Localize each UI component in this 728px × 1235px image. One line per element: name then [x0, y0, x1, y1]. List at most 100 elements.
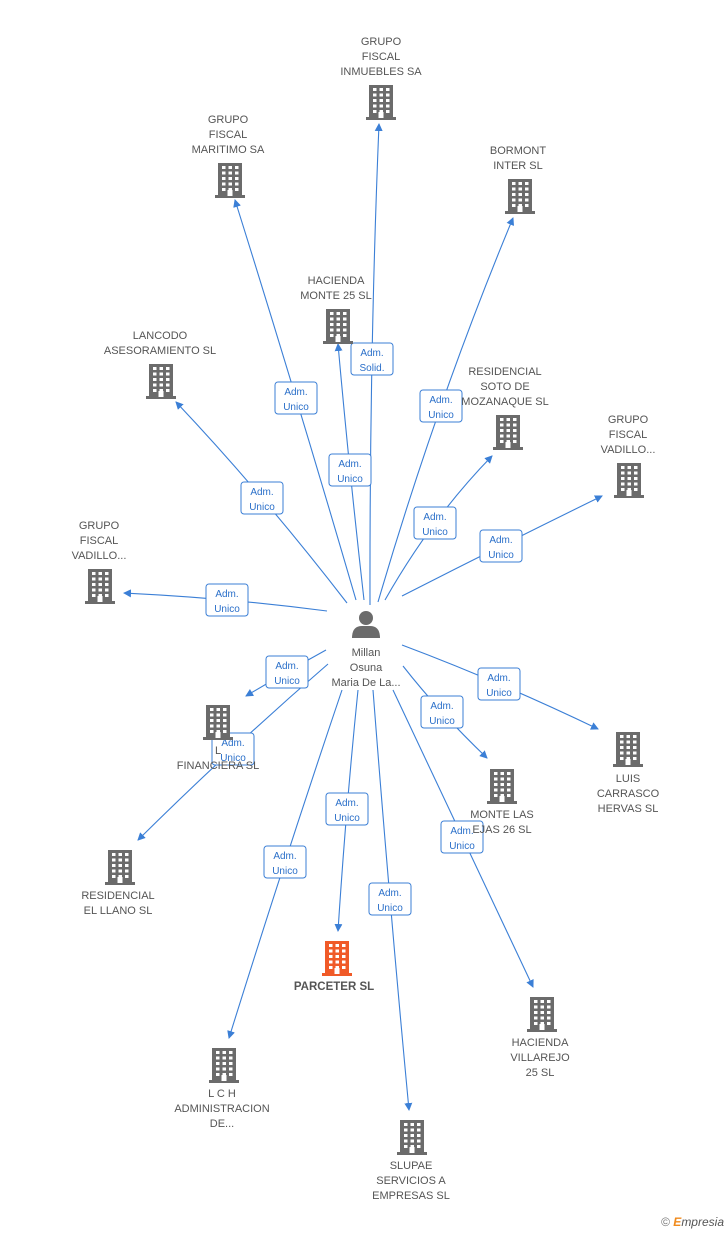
building-icon-window	[500, 783, 504, 786]
building-icon-window	[336, 312, 340, 315]
building-icon-window	[118, 869, 122, 873]
edge-label-box[interactable]	[368, 882, 412, 916]
edge-label-box[interactable]	[419, 389, 463, 423]
building-icon-window	[336, 328, 340, 332]
node-label-grupo-fiscal-maritimo-line: FISCAL	[209, 129, 248, 141]
edge-label-residencial-soto[interactable]: Adm.Unico	[413, 506, 457, 540]
edge-label-lancodo-asesoramiento[interactable]: Adm.Unico	[240, 481, 284, 515]
edge-label-text-line: Unico	[283, 402, 309, 413]
edge-label-text-line: Unico	[429, 716, 455, 727]
edge-label-box[interactable]	[413, 506, 457, 540]
edge-label-text: Adm.Unico	[220, 738, 246, 764]
building-icon-window	[506, 440, 510, 443]
building-icon	[493, 415, 523, 450]
edge-label-monte-las[interactable]: Adm.Unico	[420, 695, 464, 729]
building-icon-window	[118, 853, 122, 856]
edge-label-slupae-servicios[interactable]: Adm.Unico	[368, 882, 412, 916]
building-icon-window	[379, 104, 383, 108]
building-icon-window	[118, 858, 122, 862]
building-icon-window	[621, 471, 625, 475]
building-icon-window	[330, 312, 334, 315]
building-icon-window	[386, 104, 390, 108]
edge-label-box[interactable]	[240, 481, 284, 515]
edge-label-box[interactable]	[440, 820, 484, 854]
edge-label-box[interactable]	[479, 529, 523, 563]
building-icon-door	[409, 1147, 415, 1153]
edge-label-box[interactable]	[325, 792, 369, 826]
building-icon-window	[513, 440, 517, 443]
building-icon-window	[518, 198, 522, 202]
edge-label-grupo-fiscal-vadillo-right[interactable]: Adm.Unico	[479, 529, 523, 563]
building-icon-window	[228, 182, 232, 186]
building-icon-base	[209, 1080, 239, 1083]
edge-label-text: Adm.Unico	[334, 798, 360, 824]
edge-label-box[interactable]	[350, 342, 394, 376]
building-icon-window	[633, 751, 637, 755]
edge-label-residencial-el-llano[interactable]: Adm.Unico	[211, 732, 255, 766]
building-icon	[203, 705, 233, 740]
edge-label-text: Adm.Unico	[488, 535, 514, 561]
building-icon-window	[210, 724, 214, 728]
building-icon-highlight-window	[342, 949, 346, 953]
building-icon-base	[203, 737, 233, 740]
edge-label-box[interactable]	[328, 453, 372, 487]
node-label-lch-administracion-line: ADMINISTRACION	[174, 1103, 269, 1115]
edge-label-luis-carrasco[interactable]: Adm.Unico	[477, 667, 521, 701]
edge-label-box[interactable]	[211, 732, 255, 766]
edge-label-text: Adm.Unico	[274, 661, 300, 687]
edge-label-box[interactable]	[263, 845, 307, 879]
building-icon-window	[534, 1016, 538, 1020]
building-icon-window	[547, 1022, 551, 1025]
edge-label-grupo-fiscal-maritimo[interactable]: Adm.Unico	[274, 381, 318, 415]
edge-label-box[interactable]	[274, 381, 318, 415]
edge-label-box[interactable]	[265, 655, 309, 689]
node-parceter[interactable]: PARCETER SL	[294, 941, 374, 993]
building-icon-door	[625, 759, 631, 765]
edge-label-text-line: Unico	[449, 841, 475, 852]
building-icon-window	[105, 572, 109, 575]
edge-label-text-line: Unico	[214, 604, 240, 615]
building-icon	[105, 850, 135, 885]
building-icon-window	[92, 583, 96, 586]
edge-label-box[interactable]	[477, 667, 521, 701]
building-icon	[366, 85, 396, 120]
edge-label-box[interactable]	[420, 695, 464, 729]
edge-label-bormont-inter[interactable]: Adm.Unico	[419, 389, 463, 423]
building-icon-window	[166, 367, 170, 370]
edge-label-grupo-fiscal-vadillo-left[interactable]: Adm.Unico	[205, 583, 249, 617]
building-icon-window	[222, 166, 226, 169]
building-icon-door	[221, 1075, 227, 1081]
node-label-residencial-soto-line: SOTO DE	[480, 381, 529, 393]
building-icon-window	[336, 334, 340, 337]
edge-label-lch-administracion[interactable]: Adm.Unico	[263, 845, 307, 879]
edge-label-grupo-fiscal-inmuebles[interactable]: Adm.Solid.	[350, 342, 394, 376]
edge-label-hacienda-villarejo[interactable]: Adm.Unico	[440, 820, 484, 854]
building-icon-window	[330, 334, 334, 337]
building-icon-highlight-window	[335, 966, 339, 969]
edge-label-text-line: Adm.	[360, 348, 383, 359]
edge-label-financiera[interactable]: Adm.Unico	[265, 655, 309, 689]
building-icon-window	[373, 104, 377, 108]
edge-label-parceter[interactable]: Adm.Unico	[325, 792, 369, 826]
edge-label-box[interactable]	[205, 583, 249, 617]
edge-label-hacienda-monte-25[interactable]: Adm.Unico	[328, 453, 372, 487]
building-icon-window	[634, 488, 638, 491]
building-icon-window	[118, 875, 122, 878]
